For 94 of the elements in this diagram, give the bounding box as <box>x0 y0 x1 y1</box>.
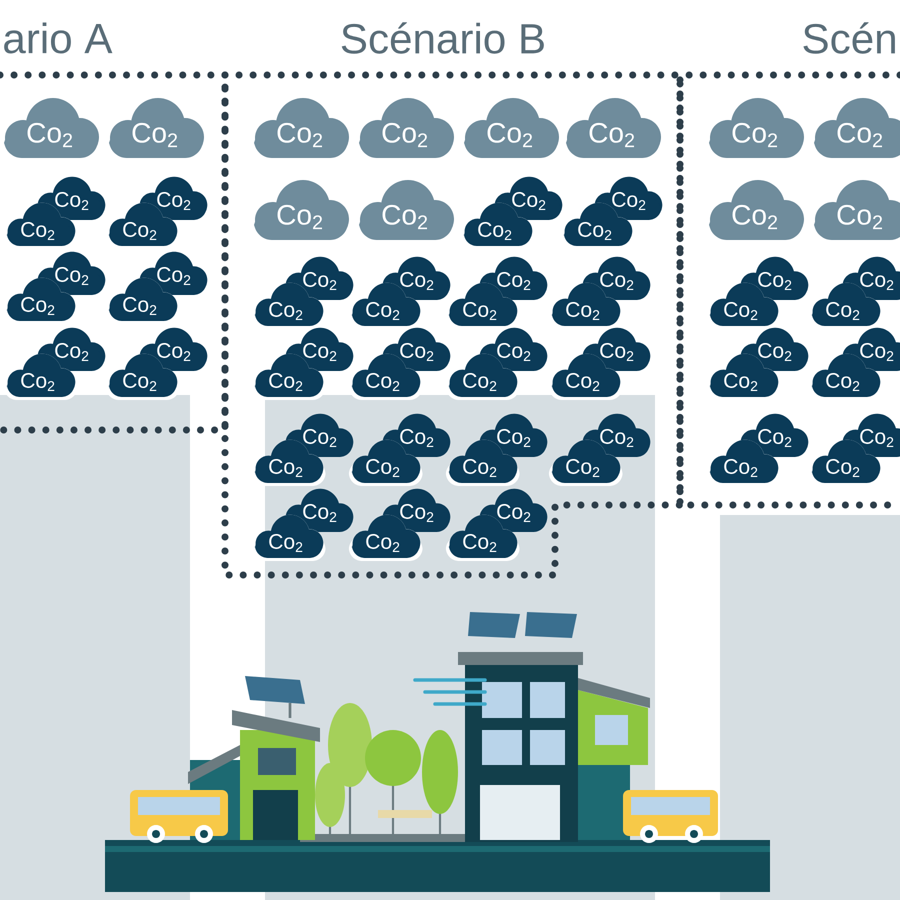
double-cloud: Co$_{2}$ Co$_{2}$ <box>446 256 548 329</box>
node-label: Co$_{2}$ <box>600 343 634 361</box>
scenario-title: ario A <box>4 22 112 54</box>
cloud: Co$_{2}$ <box>709 98 804 158</box>
double-cloud: Co$_{2}$ Co$_{2}$ <box>252 328 354 400</box>
node-label: Co$_{2}$ <box>303 272 336 290</box>
node-label: Co$_{2}$ <box>512 192 546 210</box>
double-cloud: Co$_{2}$ Co$_{2}$ <box>446 488 548 561</box>
node-label: Co$_{2}$ <box>600 272 634 290</box>
node-label: Co$_{2}$ <box>826 373 860 391</box>
node-label: Co$_{2}$ <box>497 504 530 522</box>
cloud: Co$_{2}$ <box>814 98 900 158</box>
node-label: Co$_{2}$ <box>123 373 156 391</box>
cloud: Co$_{2}$ <box>359 98 454 158</box>
node-label: Co$_{2}$ <box>497 343 530 361</box>
node-label: Co$_{2}$ <box>55 192 88 210</box>
node-label: Co$_{2}$ <box>366 302 400 320</box>
double-cloud: Co$_{2}$ Co$_{2}$ <box>446 328 548 400</box>
node-label: Co$_{2}$ <box>724 373 758 391</box>
double-cloud: Co$_{2}$ Co$_{2}$ <box>808 328 900 400</box>
double-cloud: Co$_{2}$ Co$_{2}$ <box>348 414 450 486</box>
node-label: Co$_{2}$ <box>157 343 190 361</box>
node-label: Co$_{2}$ <box>400 343 434 361</box>
double-cloud: Co$_{2}$ Co$_{2}$ <box>548 256 650 329</box>
node-label: Co$_{2}$ <box>463 302 496 320</box>
node-label: Co$_{2}$ <box>860 272 894 290</box>
node-label: Co$_{2}$ <box>566 373 600 391</box>
node-label: Co$_{2}$ <box>123 297 156 315</box>
double-cloud: Co$_{2}$ Co$_{2}$ <box>4 176 106 249</box>
node-label: Co$_{2}$ <box>303 429 336 447</box>
double-cloud: Co$_{2}$ Co$_{2}$ <box>252 488 354 561</box>
cloud: Co$_{2}$ <box>254 98 349 158</box>
node-label: Co$_{2}$ <box>566 302 600 320</box>
node-label: Co$_{2}$ <box>724 459 758 477</box>
double-cloud: Co$_{2}$ Co$_{2}$ <box>252 414 354 486</box>
scenario-title: Scénario B <box>342 22 544 54</box>
double-cloud: Co$_{2}$ Co$_{2}$ <box>348 256 450 329</box>
node-label: Co$_{2}$ <box>157 267 190 285</box>
double-cloud: Co$_{2}$ Co$_{2}$ <box>706 256 808 329</box>
cloud: Co$_{2}$ <box>254 180 349 240</box>
scenario-title: Scén <box>803 22 895 54</box>
node-label: Co$_{2}$ <box>860 429 894 447</box>
cloud: Co$_{2}$ <box>464 98 559 158</box>
node-label: Co$_{2}$ <box>724 302 758 320</box>
node-label: Co$_{2}$ <box>400 272 434 290</box>
cloud: Co$_{2}$ <box>359 180 454 240</box>
double-cloud: Co$_{2}$ Co$_{2}$ <box>106 252 208 324</box>
double-cloud: Co$_{2}$ Co$_{2}$ <box>4 328 106 400</box>
node-label: Co$_{2}$ <box>478 222 512 240</box>
double-cloud: Co$_{2}$ Co$_{2}$ <box>4 252 106 324</box>
node-label: Co$_{2}$ <box>55 343 88 361</box>
double-cloud: Co$_{2}$ Co$_{2}$ <box>106 328 208 400</box>
node-label: Co$_{2}$ <box>303 504 336 522</box>
node-label: Co$_{2}$ <box>21 297 54 315</box>
node-label: Co$_{2}$ <box>400 504 434 522</box>
node-label: Co$_{2}$ <box>860 343 894 361</box>
node-label: Co$_{2}$ <box>123 222 156 240</box>
node-label: Co$_{2}$ <box>21 373 54 391</box>
node-label: Co$_{2}$ <box>578 222 612 240</box>
double-cloud: Co$_{2}$ Co$_{2}$ <box>446 414 548 486</box>
node-label: Co$_{2}$ <box>55 267 88 285</box>
node-label: Co$_{2}$ <box>612 192 646 210</box>
node-label: Co$_{2}$ <box>366 373 400 391</box>
node-label: Co$_{2}$ <box>463 373 496 391</box>
double-cloud: Co$_{2}$ Co$_{2}$ <box>252 256 354 329</box>
node-label: Co$_{2}$ <box>758 272 792 290</box>
cloud: Co$_{2}$ <box>566 98 661 158</box>
node-label: Co$_{2}$ <box>826 302 860 320</box>
double-cloud: Co$_{2}$ Co$_{2}$ <box>706 414 808 486</box>
cloud: Co$_{2}$ <box>109 98 204 158</box>
cloud: Co$_{2}$ <box>814 180 900 240</box>
cloud: Co$_{2}$ <box>709 180 804 240</box>
node-label: Co$_{2}$ <box>758 429 792 447</box>
double-cloud: Co$_{2}$ Co$_{2}$ <box>548 414 650 486</box>
node-label: Co$_{2}$ <box>21 222 54 240</box>
double-cloud: Co$_{2}$ Co$_{2}$ <box>460 176 562 249</box>
node-label: Co$_{2}$ <box>600 429 634 447</box>
node-label: Co$_{2}$ <box>157 192 190 210</box>
node-label: Co$_{2}$ <box>826 459 860 477</box>
double-cloud: Co$_{2}$ Co$_{2}$ <box>706 328 808 400</box>
cloud: Co$_{2}$ <box>4 98 99 158</box>
double-cloud: Co$_{2}$ Co$_{2}$ <box>808 414 900 486</box>
node-label: Co$_{2}$ <box>497 272 530 290</box>
node-label: Co$_{2}$ <box>758 343 792 361</box>
node-label: Co$_{2}$ <box>269 302 302 320</box>
double-cloud: Co$_{2}$ Co$_{2}$ <box>348 328 450 400</box>
double-cloud: Co$_{2}$ Co$_{2}$ <box>560 176 662 249</box>
node-label: Co$_{2}$ <box>497 429 530 447</box>
double-cloud: Co$_{2}$ Co$_{2}$ <box>348 488 450 561</box>
double-cloud: Co$_{2}$ Co$_{2}$ <box>106 176 208 249</box>
double-cloud: Co$_{2}$ Co$_{2}$ <box>548 328 650 400</box>
double-cloud: Co$_{2}$ Co$_{2}$ <box>808 256 900 329</box>
node-label: Co$_{2}$ <box>400 429 434 447</box>
node-label: Co$_{2}$ <box>303 343 336 361</box>
